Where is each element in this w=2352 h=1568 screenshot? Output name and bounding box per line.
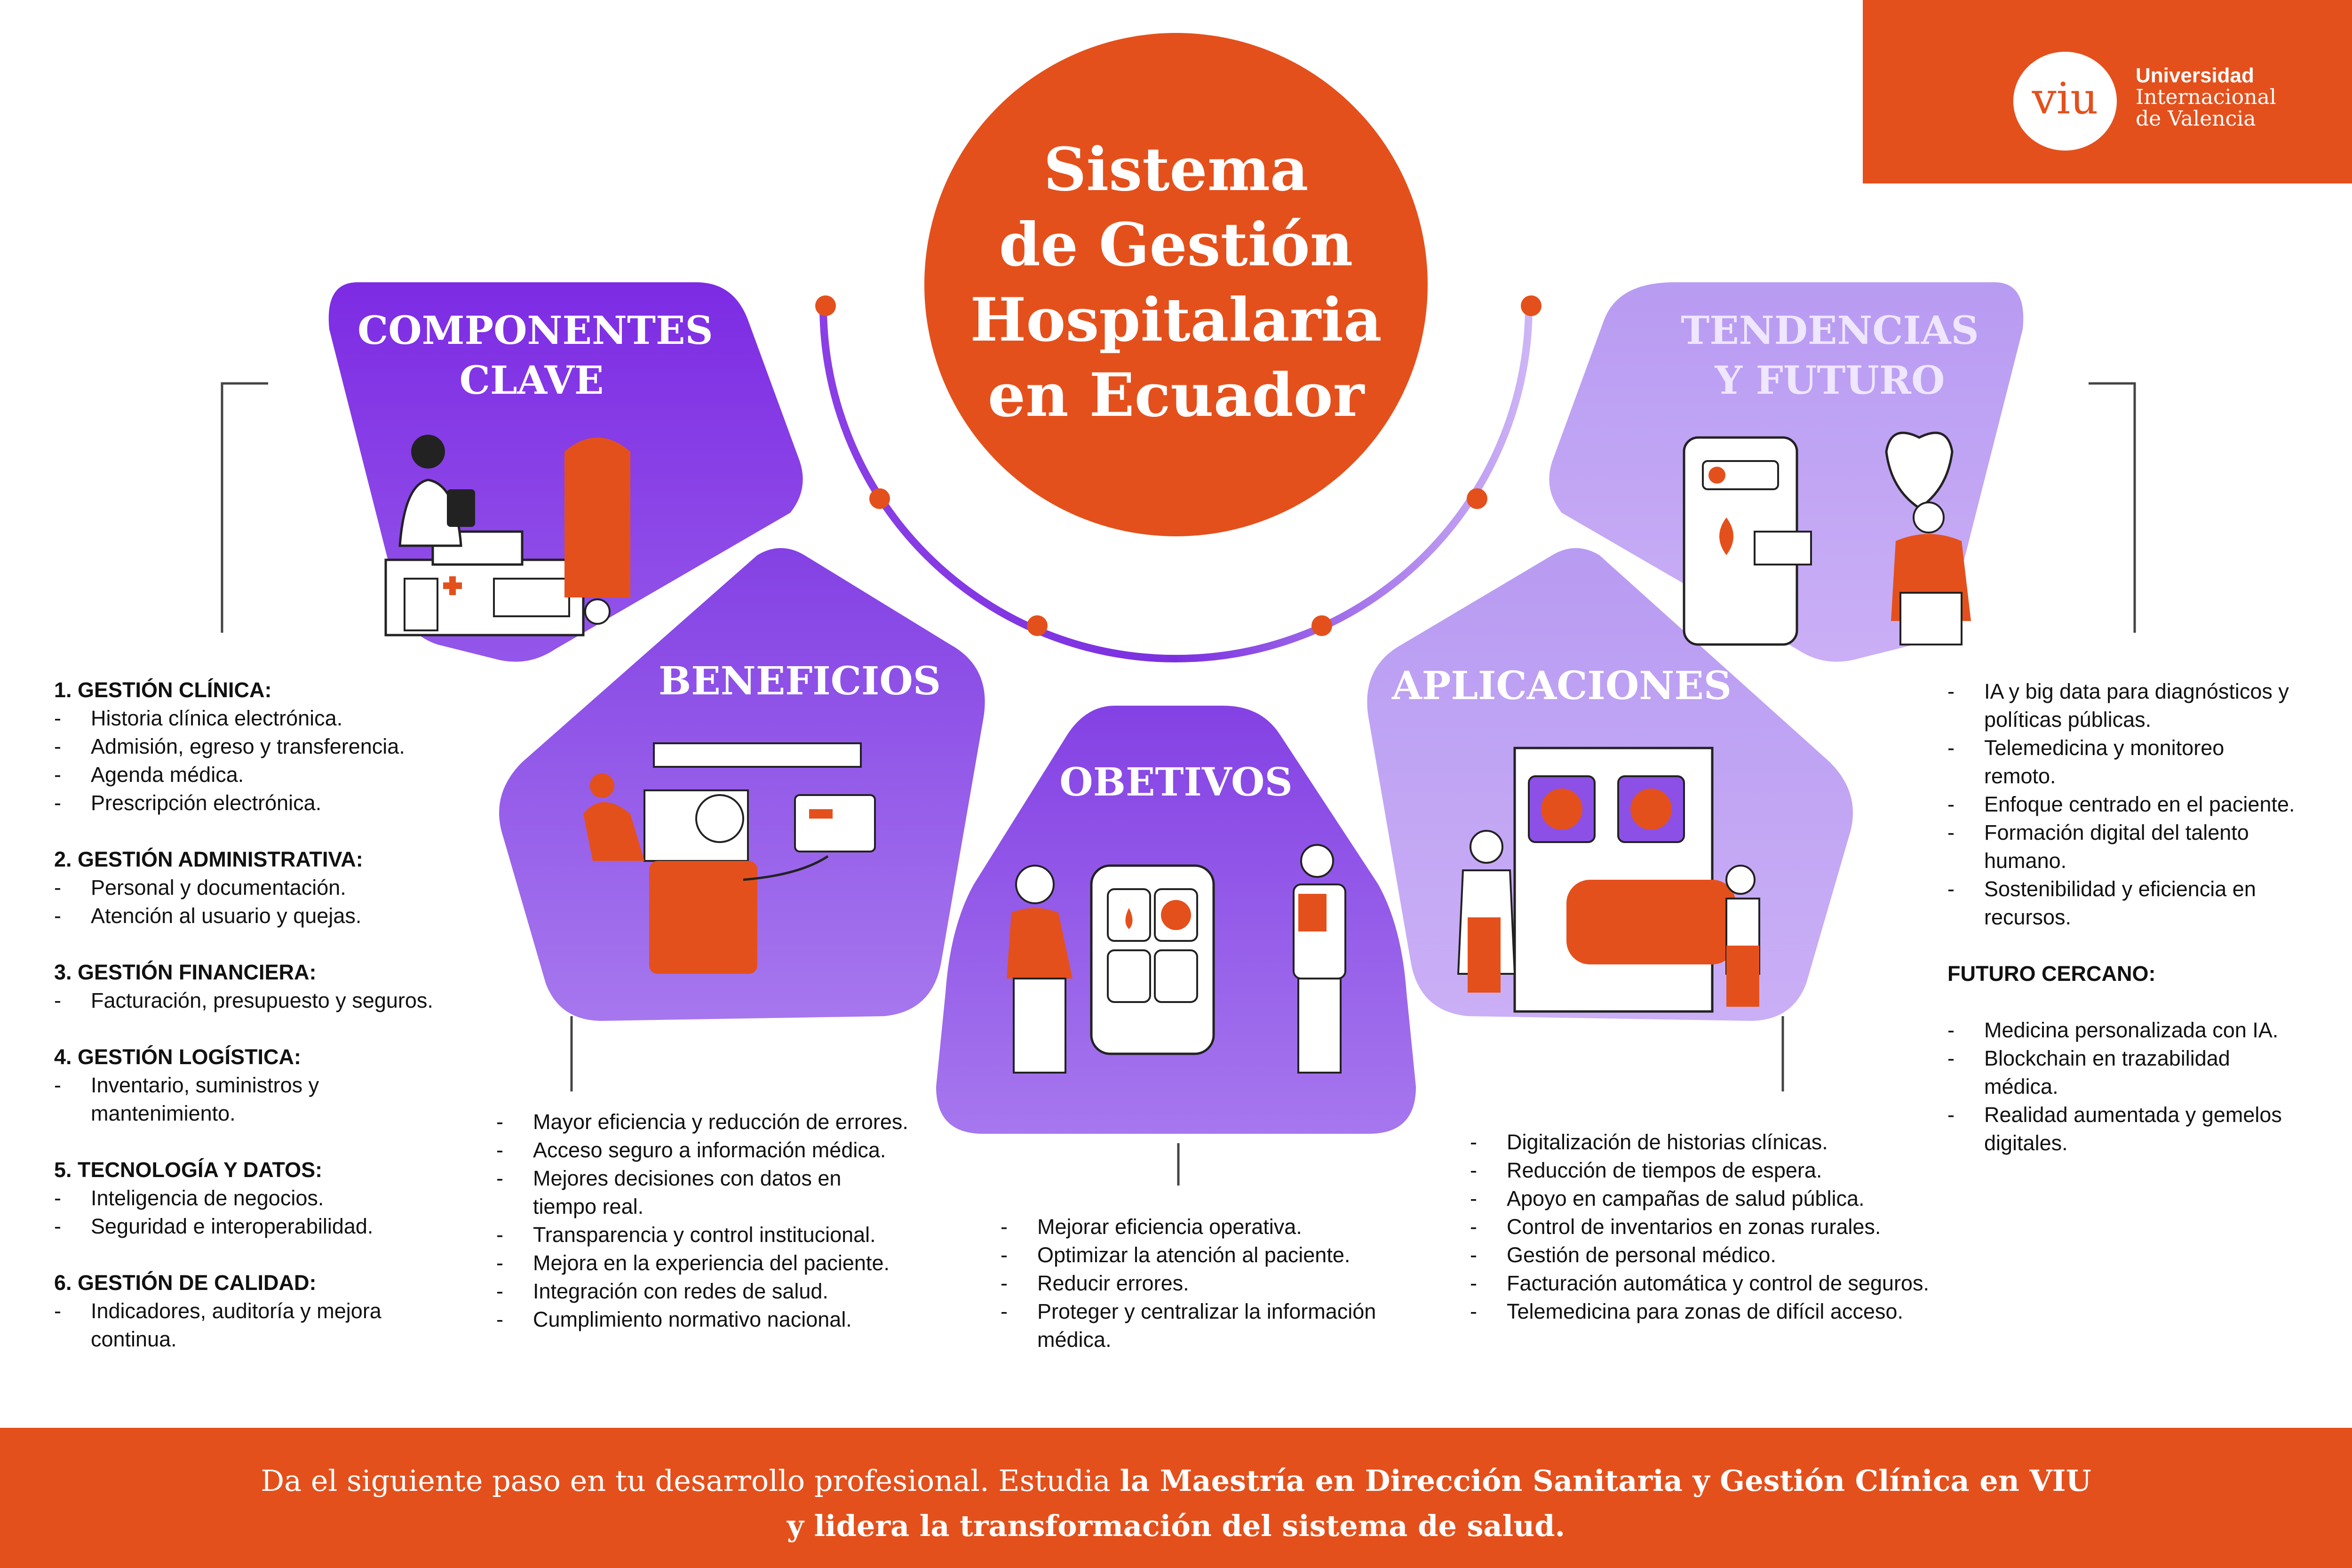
bracket-left: [221, 382, 268, 633]
footer-bold: la Maestría en Dirección Sanitaria y Ges…: [1120, 1464, 2091, 1498]
hospital-app-illustration: [1457, 747, 1760, 1013]
list-item: Mejorar eficiencia operativa.: [1001, 1213, 1443, 1241]
arc-dot: [1027, 615, 1048, 636]
list-item: Telemedicina para zonas de difícil acces…: [1470, 1297, 2011, 1326]
list-item: Reducción de tiempos de espera.: [1470, 1156, 2011, 1185]
componentes-section: 2. GESTIÓN ADMINISTRATIVA: Personal y do…: [54, 845, 477, 930]
list-item: Prescripción electrónica.: [54, 789, 477, 817]
list-item: Acceso seguro a información médica.: [496, 1136, 962, 1164]
list-item: Personal y documentación.: [54, 874, 477, 902]
list-item: Blockchain en trazabilidad médica.: [1947, 1044, 2296, 1101]
arc-dot: [869, 488, 890, 509]
telemedicine-illustration: [1683, 431, 1971, 646]
list-item: Inteligencia de negocios.: [54, 1184, 477, 1212]
panel-title-beneficios: BENEFICIOS: [658, 659, 941, 704]
section-heading: 3. GESTIÓN FINANCIERA:: [54, 960, 317, 984]
componentes-section: 6. GESTIÓN DE CALIDAD: Indicadores, audi…: [54, 1269, 454, 1353]
list-item: Transparencia y control institucional.: [496, 1221, 962, 1249]
list-item: Telemedicina y monitoreo remoto.: [1947, 734, 2296, 790]
arc-dot: [1311, 615, 1332, 636]
list-item: Optimizar la atención al paciente.: [1001, 1241, 1443, 1269]
componentes-section: 1. GESTIÓN CLÍNICA: Historia clínica ele…: [54, 676, 477, 817]
list-item: Atención al usuario y quejas.: [54, 902, 477, 930]
clinic-illustration: [583, 742, 876, 974]
bracket-right: [2089, 382, 2136, 633]
list-item: Control de inventarios en zonas rurales.: [1470, 1213, 2011, 1241]
list-item: Facturación, presupuesto y seguros.: [54, 987, 477, 1015]
list-item: Proteger y centralizar la información mé…: [1001, 1297, 1443, 1354]
panel-title-tendencias: TENDENCIAS Y FUTURO: [1681, 308, 1979, 403]
list-item: Formación digital del talento humano.: [1947, 819, 2296, 875]
list-item: Facturación automática y control de segu…: [1470, 1269, 2011, 1297]
section-heading: 1. GESTIÓN CLÍNICA:: [54, 678, 272, 702]
aplicaciones-list: Digitalización de historias clínicas. Re…: [1470, 1128, 2011, 1326]
section-heading: 5. TECNOLOGÍA Y DATOS:: [54, 1158, 323, 1182]
componentes-section: 4. GESTIÓN LOGÍSTICA: Inventario, sumini…: [54, 1043, 393, 1128]
list-item: Reducir errores.: [1001, 1269, 1443, 1297]
title-circle: [924, 33, 1428, 536]
list-item: Sostenibilidad y eficiencia en recursos.: [1947, 875, 2296, 931]
list-item: Cumplimiento normativo nacional.: [496, 1305, 962, 1334]
list-item: Inventario, suministros y mantenimiento.: [54, 1071, 393, 1128]
section-heading: 4. GESTIÓN LOGÍSTICA:: [54, 1045, 302, 1069]
componentes-section: 3. GESTIÓN FINANCIERA: Facturación, pres…: [54, 958, 477, 1015]
arc-dot: [815, 295, 836, 316]
list-item: Mejores decisiones con datos en tiempo r…: [496, 1164, 862, 1221]
tendencias-list: IA y big data para diagnósticos y políti…: [1947, 677, 2296, 1157]
list-item: Apoyo en campañas de salud pública.: [1470, 1185, 2011, 1213]
footer-plain: Da el siguiente paso en tu desarrollo pr…: [261, 1464, 1120, 1498]
list-item: Digitalización de historias clínicas.: [1470, 1128, 2011, 1156]
arc-dot: [1467, 488, 1487, 509]
panel-title-objetivos: OBETIVOS: [1059, 760, 1293, 805]
list-item: Enfoque centrado en el paciente.: [1947, 790, 2296, 819]
connector-arc: [819, 305, 1533, 662]
viu-logo: viu Universidad Internacional de Valenci…: [1863, 0, 2352, 183]
futuro-heading: FUTURO CERCANO:: [1947, 962, 2156, 986]
list-item: Admisión, egreso y transferencia.: [54, 732, 477, 761]
list-item: Indicadores, auditoría y mejora continua…: [54, 1297, 454, 1353]
list-item: IA y big data para diagnósticos y políti…: [1947, 677, 2296, 734]
objetivos-list: Mejorar eficiencia operativa. Optimizar …: [1001, 1213, 1443, 1354]
footer-bold-line2: y lidera la transformación del sistema d…: [787, 1509, 1565, 1543]
section-heading: 6. GESTIÓN DE CALIDAD:: [54, 1271, 317, 1295]
list-item: Mejora en la experiencia del paciente.: [496, 1249, 962, 1277]
componentes-section: 5. TECNOLOGÍA Y DATOS: Inteligencia de n…: [54, 1156, 477, 1241]
list-item: Realidad aumentada y gemelos digitales.: [1947, 1101, 2296, 1157]
arc-dot: [1521, 295, 1542, 316]
list-item: Mayor eficiencia y reducción de errores.: [496, 1108, 962, 1136]
footer-text: Da el siguiente paso en tu desarrollo pr…: [0, 1458, 2352, 1549]
list-item: Gestión de personal médico.: [1470, 1241, 2011, 1269]
panel-title-aplicaciones: APLICACIONES: [1392, 663, 1732, 708]
doctor-patient-illustration: [1007, 844, 1346, 1074]
list-item: Integración con redes de salud.: [496, 1277, 962, 1305]
panel-title-componentes: COMPONENTES CLAVE: [358, 308, 713, 403]
viu-logo-text: Universidad Internacional de Valencia: [2136, 64, 2276, 131]
panel-beneficios: [499, 548, 985, 1021]
beneficios-list: Mayor eficiencia y reducción de errores.…: [496, 1108, 962, 1334]
list-item: Seguridad e interoperabilidad.: [54, 1212, 477, 1241]
main-title: Sistema de Gestión Hospitalaria en Ecuad…: [970, 135, 1382, 430]
componentes-list: 1. GESTIÓN CLÍNICA: Historia clínica ele…: [54, 676, 477, 1382]
viu-logo-mark: viu: [2013, 52, 2117, 151]
list-item: Medicina personalizada con IA.: [1947, 1016, 2296, 1044]
list-item: Agenda médica.: [54, 761, 477, 789]
hospital-illustration: [384, 435, 630, 637]
list-item: Historia clínica electrónica.: [54, 704, 477, 732]
section-heading: 2. GESTIÓN ADMINISTRATIVA:: [54, 847, 363, 871]
footer-banner: Da el siguiente paso en tu desarrollo pr…: [0, 1428, 2352, 1568]
